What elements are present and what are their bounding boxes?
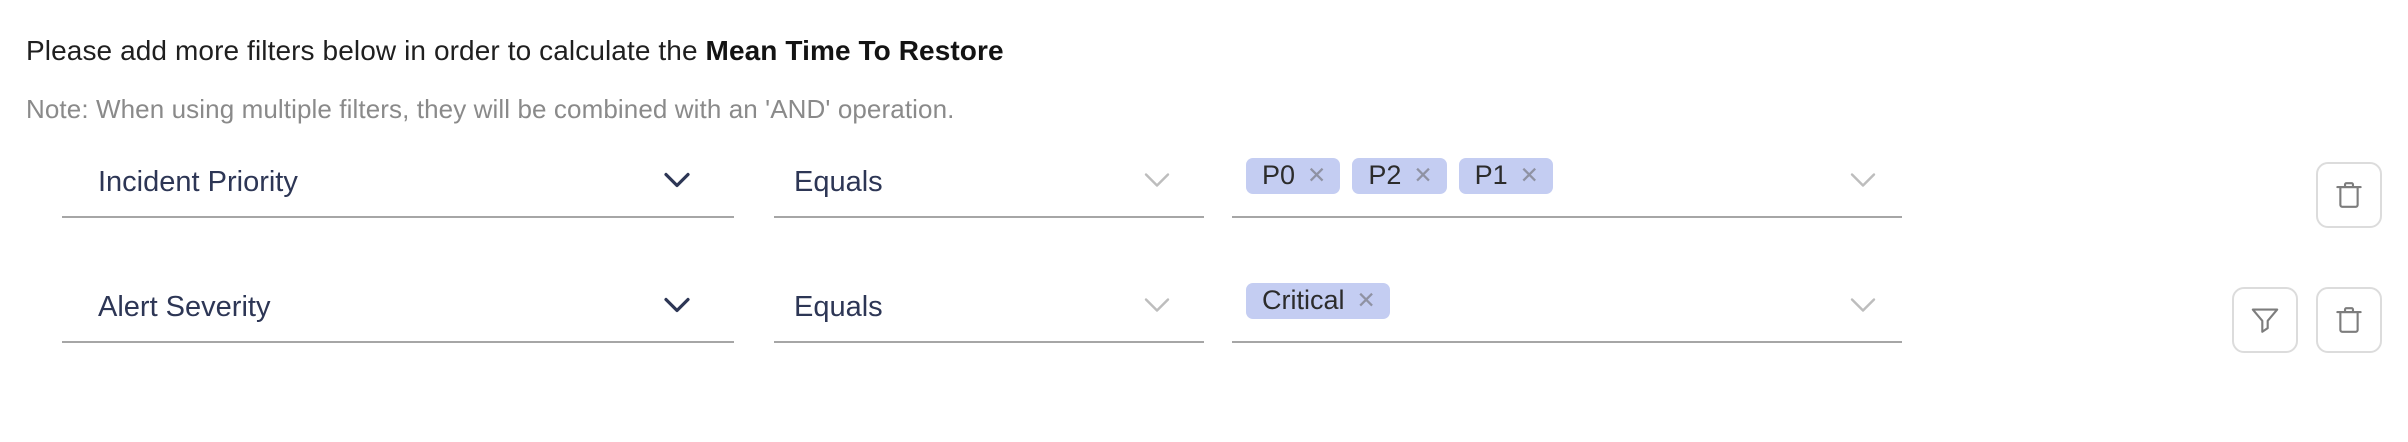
close-icon[interactable]: ✕	[1413, 161, 1433, 188]
filter-value-chip[interactable]: P1 ✕	[1458, 158, 1553, 194]
chevron-down-icon[interactable]	[1144, 297, 1170, 313]
close-icon[interactable]: ✕	[1307, 161, 1327, 188]
page-title: Please add more filters below in order t…	[26, 34, 1004, 68]
chevron-down-icon[interactable]	[1850, 297, 1876, 313]
chip-label: P0	[1262, 160, 1296, 190]
chip-label: Critical	[1262, 285, 1345, 315]
filter-field-select[interactable]: Alert Severity	[62, 275, 734, 343]
trash-icon	[2332, 303, 2366, 337]
filter-value-chips: P0 ✕ P2 ✕ P1 ✕	[1246, 158, 1553, 194]
filter-operator-select[interactable]: Equals	[774, 150, 1204, 218]
filter-value-select[interactable]: P0 ✕ P2 ✕ P1 ✕	[1232, 150, 1902, 218]
page-title-metric: Mean Time To Restore	[705, 35, 1004, 66]
filter-field-select[interactable]: Incident Priority	[62, 150, 734, 218]
filter-value-chip[interactable]: P0 ✕	[1246, 158, 1341, 194]
trash-icon	[2332, 178, 2366, 212]
chevron-down-icon[interactable]	[664, 172, 690, 188]
delete-filter-button[interactable]	[2316, 287, 2382, 353]
filter-field-value: Alert Severity	[98, 291, 271, 323]
page-title-prefix: Please add more filters below in order t…	[26, 35, 706, 66]
chevron-down-icon[interactable]	[1850, 172, 1876, 188]
close-icon[interactable]: ✕	[1356, 286, 1376, 313]
chevron-down-icon[interactable]	[1144, 172, 1170, 188]
filter-row: Alert Severity Equals Critical ✕	[0, 275, 2408, 400]
filter-operator-select[interactable]: Equals	[774, 275, 1204, 343]
chip-label: P1	[1474, 160, 1508, 190]
chevron-down-icon[interactable]	[664, 297, 690, 313]
add-filter-button[interactable]	[2232, 287, 2298, 353]
delete-filter-button[interactable]	[2316, 162, 2382, 228]
chip-label: P2	[1368, 160, 1402, 190]
filter-field-value: Incident Priority	[98, 166, 298, 198]
filter-value-select[interactable]: Critical ✕	[1232, 275, 1902, 343]
filter-operator-value: Equals	[794, 166, 883, 198]
filters-note: Note: When using multiple filters, they …	[26, 94, 955, 124]
filter-value-chip[interactable]: P2 ✕	[1352, 158, 1447, 194]
filter-value-chips: Critical ✕	[1246, 283, 1390, 319]
filter-row: Incident Priority Equals P0 ✕ P2 ✕ P1 ✕	[0, 150, 2408, 275]
funnel-icon	[2248, 303, 2282, 337]
close-icon[interactable]: ✕	[1519, 161, 1539, 188]
filter-value-chip[interactable]: Critical ✕	[1246, 283, 1390, 319]
filter-row-actions	[2232, 287, 2382, 353]
filter-row-actions	[2316, 162, 2382, 228]
filter-operator-value: Equals	[794, 291, 883, 323]
